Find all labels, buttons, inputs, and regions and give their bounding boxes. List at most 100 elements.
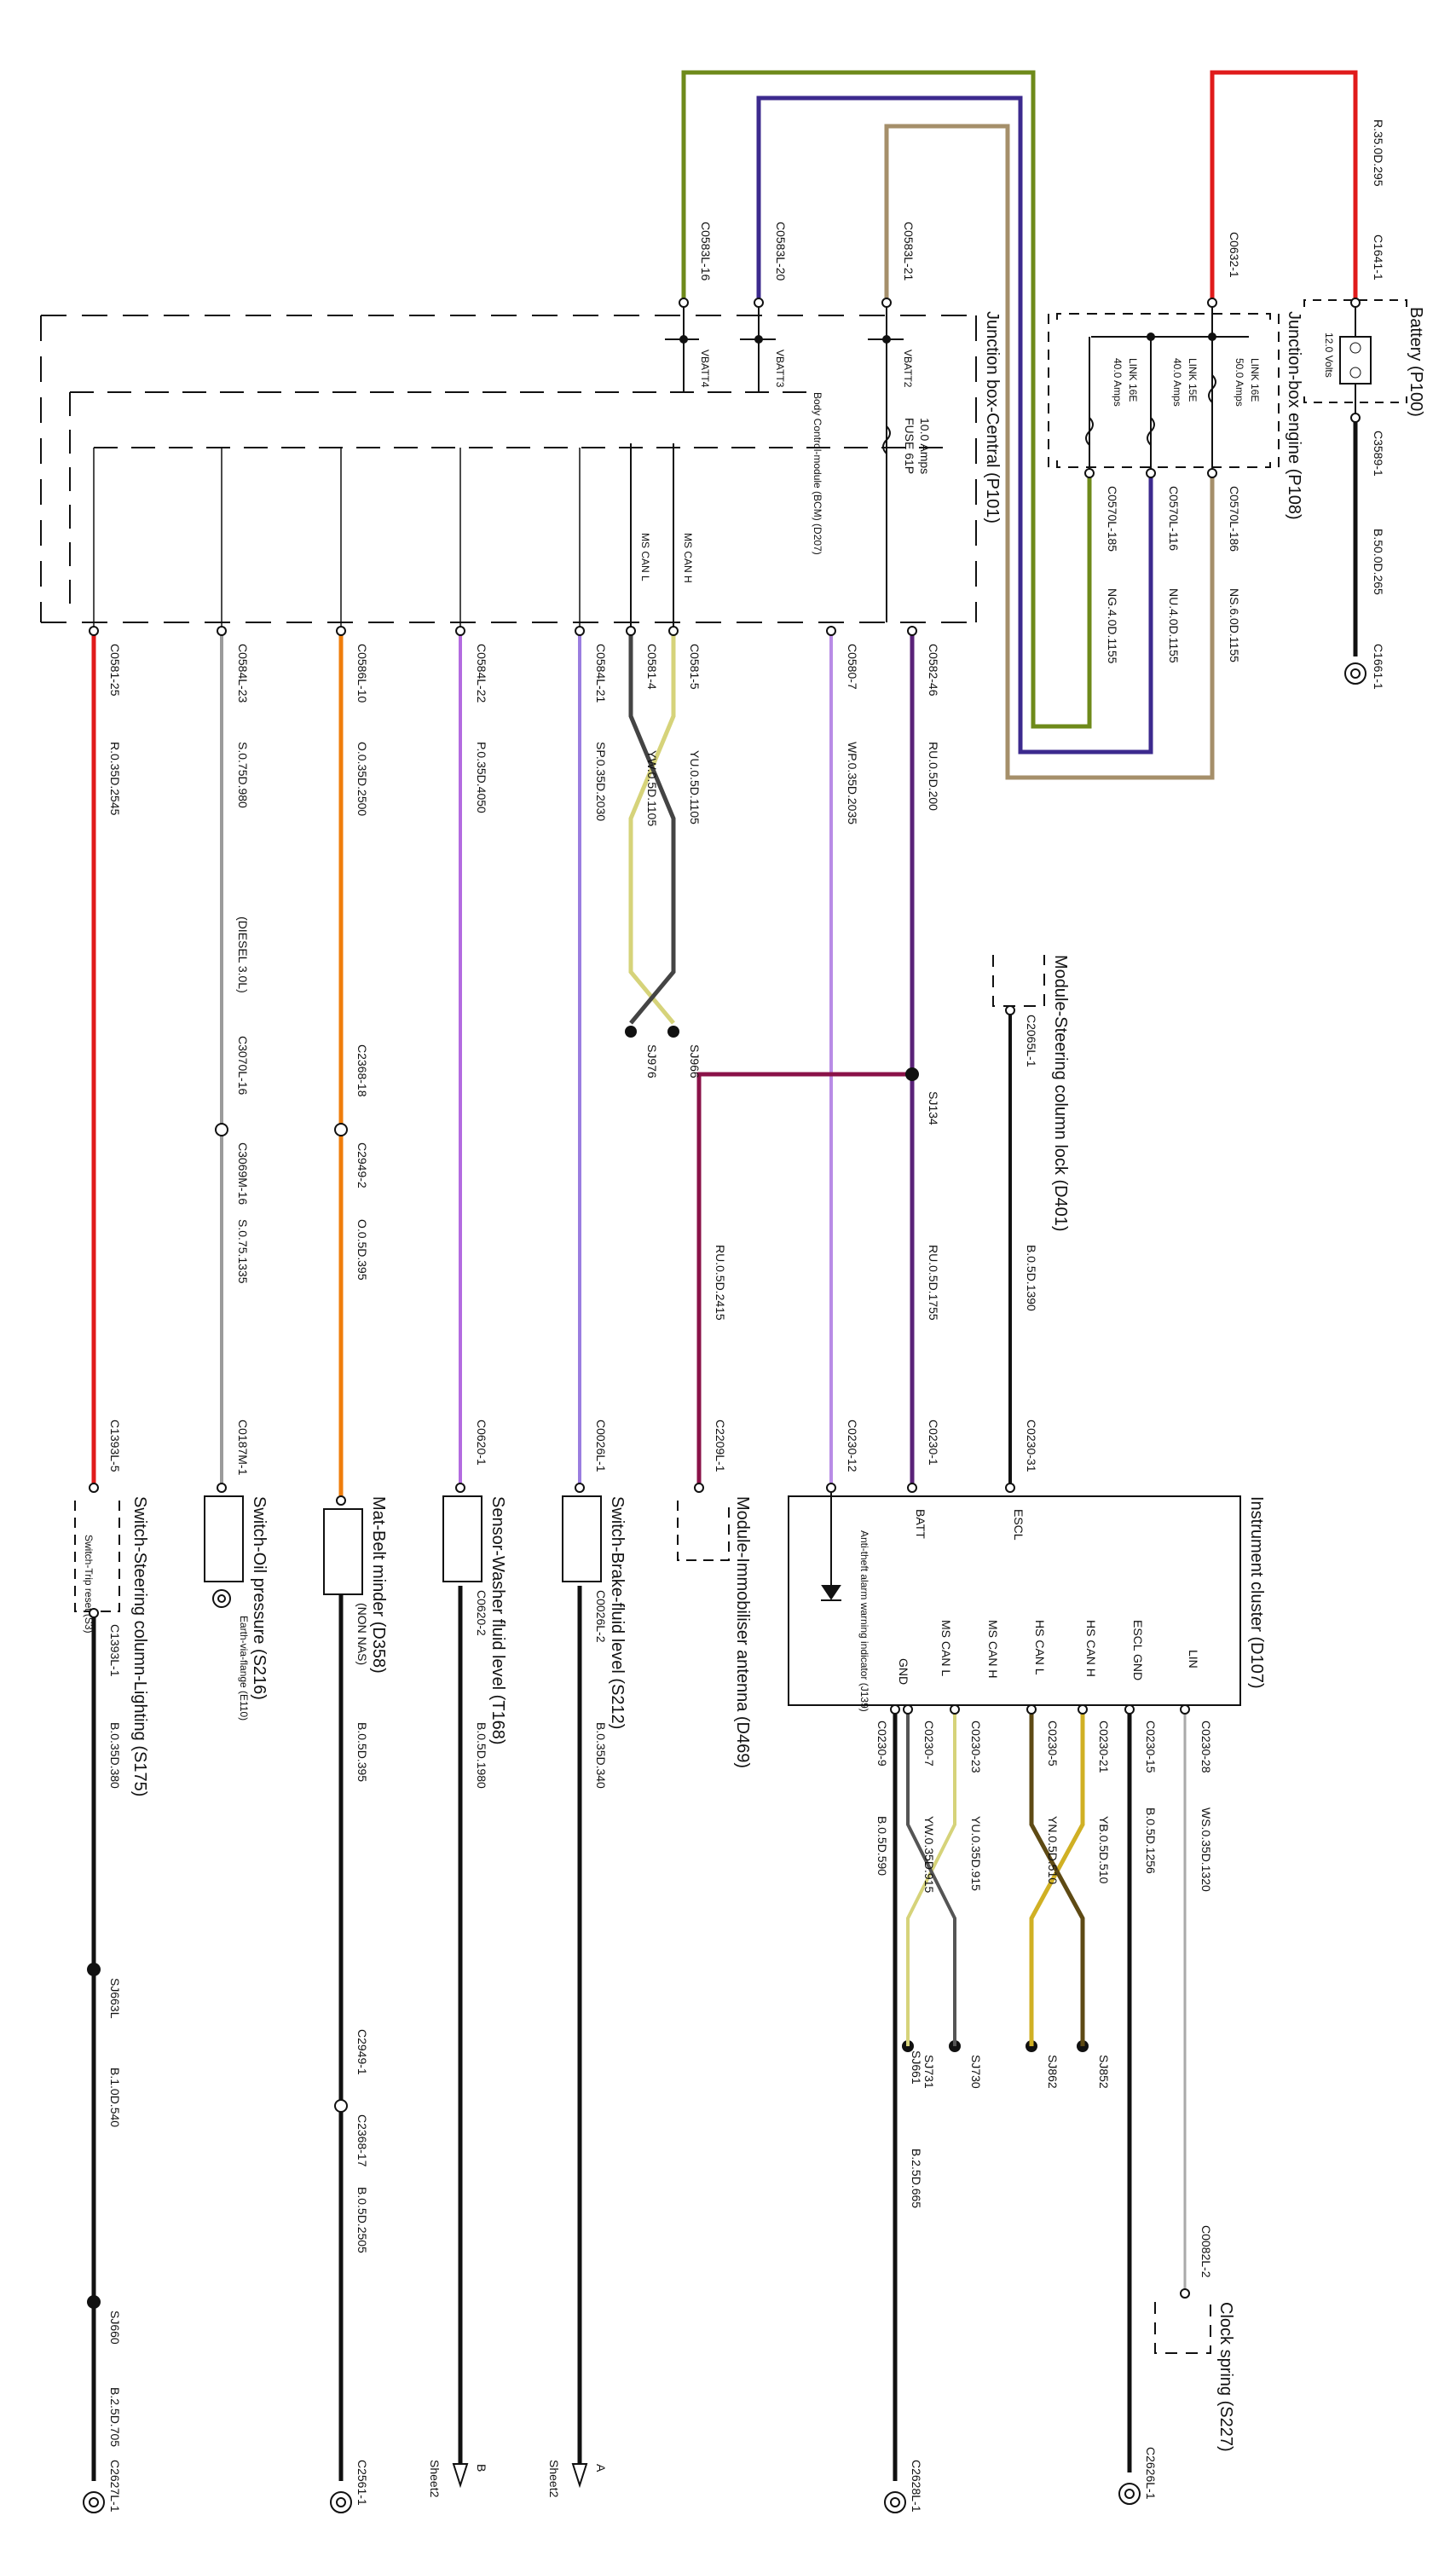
- component-title: Battery (P100): [1407, 307, 1425, 417]
- wire-label: B.0.5D.1256: [1144, 1807, 1158, 1874]
- arrow-down-icon: [452, 2463, 469, 2489]
- pin-label: LIN: [1187, 1650, 1200, 1668]
- connector-label: C3070L-16: [236, 1036, 250, 1095]
- battery-component: [1303, 299, 1407, 685]
- splice-label: SJ730: [969, 2055, 983, 2089]
- wire-label: WS.0.35D.1320: [1199, 1807, 1213, 1892]
- component-spec: Earth-via-flange (E110): [238, 1616, 250, 1721]
- connector-label: C0632-1: [1228, 232, 1241, 278]
- connector-label: C2949-2: [355, 1142, 369, 1188]
- component-title: Junction-box engine (P108): [1285, 311, 1303, 520]
- wire-label: R.35.0D.295: [1372, 119, 1385, 187]
- clock-spring-box: [1154, 2302, 1211, 2354]
- connector-label: C0583L-16: [699, 222, 713, 280]
- earth-icon: [1344, 662, 1366, 685]
- component-title: Sensor-Washer fluid level (T168): [488, 1496, 507, 1745]
- component-spec: Switch-Trip reset (S3): [83, 1535, 95, 1634]
- connector-label: C0583L-20: [774, 222, 788, 280]
- connector-label: C0620-1: [475, 1420, 488, 1466]
- connector-label: C0230-1: [927, 1420, 940, 1466]
- labels: R.35.0D.295 C1641-1 Battery (P100) 12.0 …: [83, 119, 1425, 2513]
- connector-label: C2949-1: [355, 2029, 369, 2075]
- splice-label: SJ862: [1046, 2055, 1060, 2089]
- fuse-label: 40.0 Amps: [1171, 358, 1183, 407]
- wire-label: B.0.5D.1390: [1025, 1245, 1038, 1311]
- lower-connectors: [89, 1608, 1190, 2299]
- splice-label: SJ966: [688, 1044, 702, 1079]
- splice-label: SJ976: [645, 1044, 659, 1079]
- top-wires: [681, 70, 1358, 780]
- connector-label: C0082L-2: [1199, 2225, 1213, 2278]
- variant-label: (DIESEL 3.0L): [236, 917, 250, 993]
- splice-label: SJ663L: [108, 1978, 122, 2019]
- connector-label: C0583L-21: [902, 222, 916, 280]
- component-title: Module-Steering column lock (D401): [1051, 955, 1070, 1232]
- component-title: Clock spring (S227): [1216, 2302, 1235, 2452]
- connector-label: C0230-31: [1025, 1420, 1038, 1472]
- connector-label: C0230-7: [922, 1721, 936, 1767]
- wire-label: YB.0.5D.510: [1097, 1816, 1111, 1884]
- fuse-label: FUSE 61P: [903, 418, 916, 474]
- wire-label: S.0.75.1335: [236, 1219, 250, 1284]
- connector-label: C0570L-185: [1106, 486, 1119, 552]
- pin-label: VBATT4: [699, 350, 711, 388]
- wire-label: S.0.75D.980: [236, 742, 250, 808]
- connector-label: C0581-25: [108, 644, 122, 697]
- connector-label: C0581-4: [645, 644, 659, 690]
- wire-label: YU.0.35D.915: [969, 1816, 983, 1891]
- wire-label: SP.0.35D.2030: [594, 742, 608, 821]
- connector-label: C0230-9: [875, 1721, 889, 1767]
- connector-label: C0581-5: [688, 644, 702, 690]
- connector-label: C0620-2: [475, 1590, 488, 1636]
- wire-label: NG.4.0D.1155: [1106, 588, 1119, 664]
- wire-label: B.2.5D.665: [910, 2148, 923, 2208]
- connector-label: C0187M-1: [236, 1420, 250, 1476]
- connector-label: C0570L-116: [1167, 486, 1181, 551]
- sheet-letter: A: [594, 2464, 608, 2472]
- connector-label: C0580-7: [846, 644, 859, 690]
- connector-label: C0230-21: [1097, 1721, 1111, 1773]
- connector-label: C2561-1: [355, 2460, 369, 2506]
- vbatt-lines: [630, 307, 904, 631]
- indicator-label: Anti-theft alarm warning indicator (J139…: [858, 1530, 870, 1712]
- connector-label: C0026L-1: [594, 1420, 608, 1472]
- wire-ns-tan: [884, 124, 1215, 780]
- connector-label: C0584L-23: [236, 644, 250, 703]
- jbe-component: [1048, 307, 1280, 469]
- steering-lock-box: [992, 955, 1045, 1007]
- wire-nu-purple: [756, 95, 1153, 755]
- sheet-ref: Sheet2: [428, 2460, 442, 2498]
- bus-label: MS CAN H: [682, 533, 694, 583]
- splice-label: SJ852: [1097, 2055, 1111, 2089]
- sheet-letter: B: [475, 2464, 488, 2472]
- wire-label: RU.0.5D.200: [927, 742, 940, 811]
- earth-icons: [83, 2483, 1141, 2513]
- component-boxes: [204, 1495, 602, 1608]
- splice-label: SJ661: [910, 2050, 923, 2085]
- left-wires: [91, 448, 1012, 1501]
- connector-label: C1393L-5: [108, 1420, 122, 1472]
- connector-label: C2628L-1: [910, 2460, 923, 2513]
- variant-label: (NON NAS): [355, 1603, 369, 1665]
- connector-label: C2627L-1: [108, 2460, 122, 2513]
- dashed-small-boxes: [74, 1501, 730, 1612]
- connector-label: C2209L-1: [714, 1420, 727, 1472]
- wire-label: B.0.5D.590: [875, 1816, 889, 1876]
- connector-label: C0582-46: [927, 644, 940, 697]
- jbc-component: [40, 315, 977, 623]
- connector-label: C0230-15: [1144, 1721, 1158, 1773]
- component-title: Instrument cluster (D107): [1247, 1496, 1266, 1689]
- connector-label: C2368-17: [355, 2114, 369, 2167]
- sheet-arrows: [452, 2463, 588, 2489]
- alarm-diode-icon: [821, 1492, 841, 1601]
- wire-red-battery: [1210, 70, 1358, 303]
- pin-label: BATT: [914, 1509, 927, 1539]
- component-title: Switch-Steering column-Lighting (S175): [130, 1496, 149, 1796]
- wire-label: YW.0.5D.1105: [645, 750, 659, 826]
- connector-label: C0584L-22: [475, 644, 488, 703]
- wire-label: B.0.5D.395: [355, 1722, 369, 1782]
- wire-label: WP.0.35D.2035: [846, 742, 859, 824]
- left-connectors: [89, 626, 1015, 1506]
- pin-label: ESCL GND: [1131, 1620, 1145, 1680]
- connector-label: C3069M-16: [236, 1142, 250, 1205]
